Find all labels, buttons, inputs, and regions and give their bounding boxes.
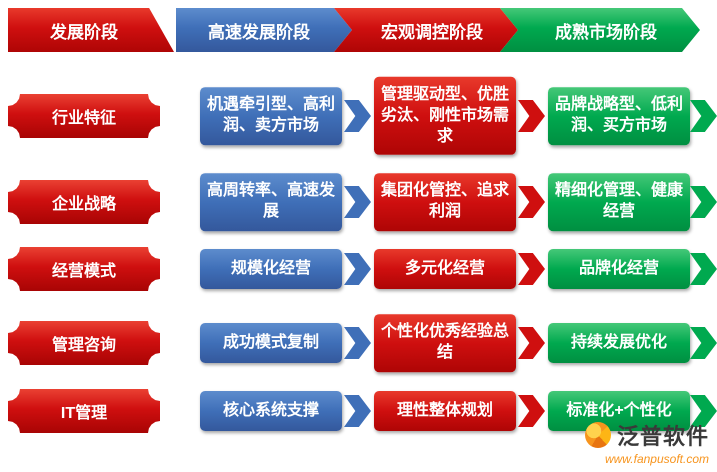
stage-cell: 标准化+个性化 [548, 391, 690, 431]
row-label: 企业战略 [8, 180, 160, 224]
stage-cell: 集团化管控、追求利润 [374, 173, 516, 231]
header-stage-chevron-growth: 高速发展阶段 [176, 8, 352, 52]
diagram-row: IT管理 核心系统支撑 理性整体规划 标准化+个性化 [0, 386, 717, 436]
row-label: 行业特征 [8, 94, 160, 138]
arrow-right-icon [518, 327, 545, 359]
vendor-website-text: www.fanpusoft.com [604, 452, 709, 466]
stage-cell: 理性整体规划 [374, 391, 516, 431]
arrow-right-icon [518, 253, 545, 285]
arrow-right-icon [690, 186, 717, 218]
arrow-right-icon [690, 253, 717, 285]
header-stage-chevron-mature: 成熟市场阶段 [500, 8, 700, 52]
stage-cell: 个性化优秀经验总结 [374, 314, 516, 372]
fanpu-logo-icon [584, 422, 611, 448]
arrow-right-icon [344, 100, 371, 132]
diagram-row: 经营模式 规模化经营 多元化经营 品牌化经营 [0, 240, 717, 298]
vendor-logo: 泛普软件 www.fanpusoft.com [584, 419, 709, 466]
stage-cell: 品牌化经营 [548, 249, 690, 289]
stage-cell: 多元化经营 [374, 249, 516, 289]
stage-cell: 规模化经营 [200, 249, 342, 289]
arrow-right-icon [690, 100, 717, 132]
arrow-right-icon [344, 395, 371, 427]
arrow-right-icon [344, 253, 371, 285]
row-label: 管理咨询 [8, 321, 160, 365]
arrow-right-icon [518, 100, 545, 132]
stage-cell: 精细化管理、健康经营 [548, 173, 690, 231]
stage-cell: 管理驱动型、优胜劣汰、刚性市场需求 [374, 76, 516, 156]
arrow-right-icon [690, 327, 717, 359]
stage-cell: 机遇牵引型、高利润、卖方市场 [200, 87, 342, 145]
stage-cell: 高周转率、高速发展 [200, 173, 342, 231]
arrow-right-icon [518, 395, 545, 427]
arrow-right-icon [344, 327, 371, 359]
diagram-row: 行业特征 机遇牵引型、高利润、卖方市场 管理驱动型、优胜劣汰、刚性市场需求 品牌… [0, 66, 717, 166]
vendor-logo-row: 泛普软件 [584, 419, 709, 451]
diagram-row: 管理咨询 成功模式复制 个性化优秀经验总结 持续发展优化 [0, 306, 717, 380]
stage-cell: 品牌战略型、低利润、买方市场 [548, 87, 690, 145]
arrow-right-icon [518, 186, 545, 218]
row-label: IT管理 [8, 389, 160, 433]
diagram-row: 企业战略 高周转率、高速发展 集团化管控、追求利润 精细化管理、健康经营 [0, 170, 717, 234]
row-label: 经营模式 [8, 247, 160, 291]
stage-cell: 核心系统支撑 [200, 391, 342, 431]
header-stage-flag: 发展阶段 [8, 8, 174, 52]
stage-cell: 成功模式复制 [200, 323, 342, 363]
stage-cell: 持续发展优化 [548, 323, 690, 363]
vendor-brand-name: 泛普软件 [616, 424, 709, 449]
header-stage-chevron-regulation: 宏观调控阶段 [334, 8, 518, 52]
arrow-right-icon [344, 186, 371, 218]
